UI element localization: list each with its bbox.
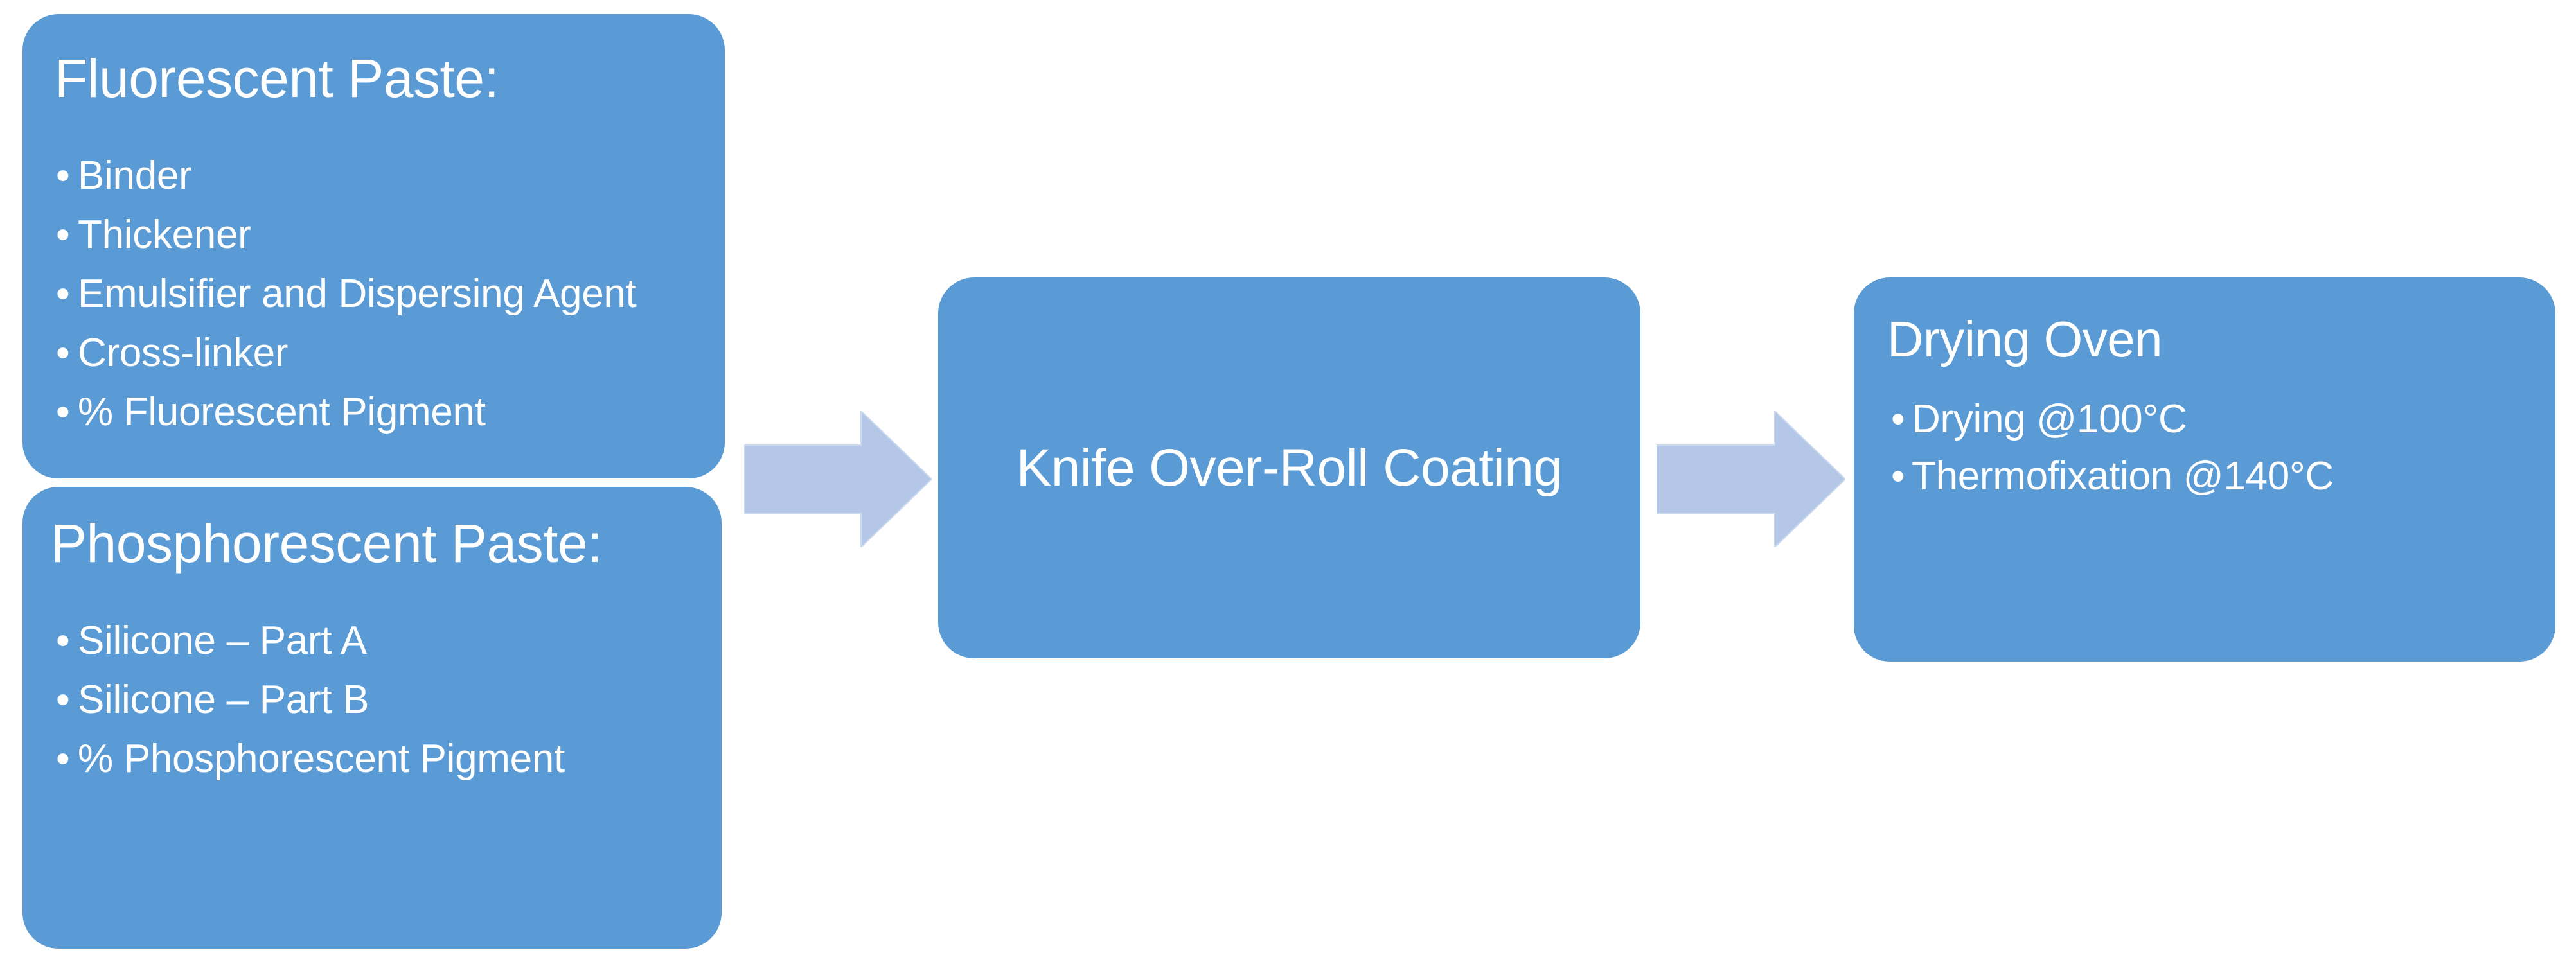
bullet-icon: • (56, 153, 70, 198)
node-knife-over-roll-coating-title: Knife Over-Roll Coating (1016, 438, 1563, 497)
bullet-icon: • (56, 331, 70, 375)
bullet-icon: • (1891, 454, 1905, 498)
node-fluorescent-paste[interactable]: Fluorescent Paste: •Binder •Thickener •E… (22, 14, 725, 478)
bullet-icon: • (1891, 397, 1905, 441)
list-item: •Binder (56, 146, 636, 206)
node-drying-oven-bullets: •Drying @100°C •Thermofixation @140°C (1891, 390, 2334, 505)
list-item-label: Thickener (78, 213, 251, 257)
list-item-label: Silicone – Part A (78, 618, 367, 663)
list-item: •% Phosphorescent Pigment (56, 730, 565, 789)
node-fluorescent-paste-title: Fluorescent Paste: (55, 48, 499, 109)
flow-arrow-right-icon (744, 411, 932, 547)
list-item: •Thermofixation @140°C (1891, 448, 2334, 505)
list-item-label: Cross-linker (78, 331, 289, 375)
list-item: •Silicone – Part A (56, 611, 565, 671)
bullet-icon: • (56, 737, 70, 781)
node-fluorescent-paste-bullets: •Binder •Thickener •Emulsifier and Dispe… (56, 146, 637, 442)
list-item: •Thickener (56, 206, 636, 265)
bullet-icon: • (56, 213, 70, 257)
list-item: •% Fluorescent Pigment (56, 383, 636, 442)
list-item-label: Binder (78, 153, 192, 198)
node-phosphorescent-paste[interactable]: Phosphorescent Paste: •Silicone – Part A… (22, 487, 722, 949)
node-drying-oven[interactable]: Drying Oven •Drying @100°C •Thermofixati… (1854, 277, 2555, 662)
list-item-label: Thermofixation @140°C (1912, 454, 2334, 498)
list-item-label: Silicone – Part B (78, 678, 369, 722)
list-item: •Silicone – Part B (56, 671, 565, 730)
node-phosphorescent-paste-title: Phosphorescent Paste: (51, 513, 603, 574)
bullet-icon: • (56, 678, 70, 722)
list-item: •Drying @100°C (1891, 390, 2334, 448)
list-item: •Cross-linker (56, 324, 636, 383)
list-item-label: % Phosphorescent Pigment (78, 737, 565, 781)
node-drying-oven-title: Drying Oven (1887, 311, 2163, 367)
flow-arrow-right-icon (1657, 411, 1845, 547)
bullet-icon: • (56, 390, 70, 434)
bullet-icon: • (56, 618, 70, 663)
list-item-label: Drying @100°C (1912, 397, 2187, 441)
node-phosphorescent-paste-bullets: •Silicone – Part A •Silicone – Part B •%… (56, 611, 565, 789)
list-item: •Emulsifier and Dispersing Agent (56, 265, 637, 324)
node-knife-over-roll-coating[interactable]: Knife Over-Roll Coating (938, 277, 1640, 658)
list-item-label: % Fluorescent Pigment (78, 390, 486, 434)
bullet-icon: • (56, 272, 70, 316)
list-item-label: Emulsifier and Dispersing Agent (78, 272, 637, 316)
